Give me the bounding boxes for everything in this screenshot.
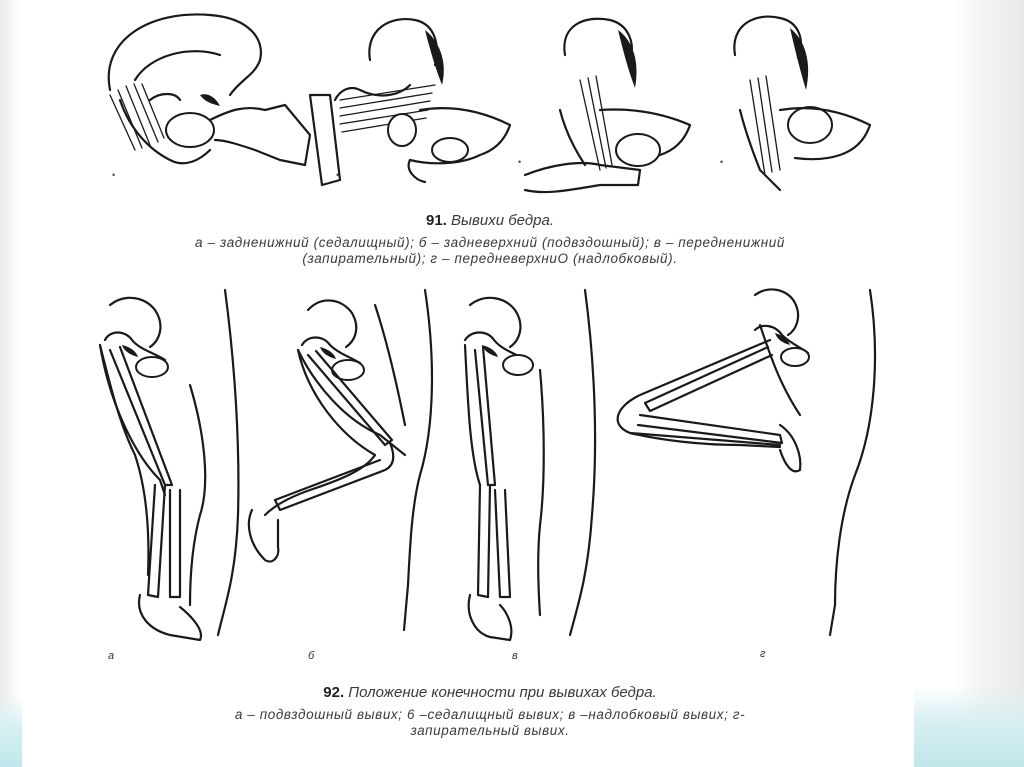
figure-91-illustration: • • • • [107, 13, 872, 194]
teal-corner-decoration [914, 687, 1024, 767]
leg-position-drawing-g [616, 288, 877, 637]
figure-91-legend-line-1: а – задненижний (седалищный); б – заднев… [195, 235, 785, 250]
hip-dislocation-drawing-b [308, 17, 512, 187]
teal-corner-decoration [0, 697, 22, 767]
svg-text:•: • [336, 170, 339, 180]
figure-92-legend-line-1: а – подвздошный вывих; 6 –седалищный выв… [234, 707, 746, 722]
figure-92-title: 92. Положение конечности при вывихах бед… [40, 684, 940, 701]
figure-91-title: 91. Вывихи бедра. [40, 212, 940, 229]
figure-92-title-text: Положение конечности при вывихах бедра. [348, 684, 657, 701]
figure-91-title-text: Вывихи бедра. [451, 212, 554, 229]
figure-92-caption: 92. Положение конечности при вывихах бед… [40, 684, 940, 739]
figure-91-number: 91. [425, 212, 447, 229]
panel-letter-b: б [308, 650, 315, 662]
figure-91-caption: 91. Вывихи бедра. а – задненижний (седал… [40, 212, 940, 267]
panel-letter-a: а [108, 650, 115, 662]
svg-text:•: • [518, 157, 521, 167]
svg-text:•: • [112, 170, 115, 180]
panel-letter-g: г [760, 648, 766, 660]
leg-position-drawing-a [98, 288, 240, 642]
svg-text:•: • [720, 157, 723, 167]
figure-92-number: 92. [323, 684, 345, 701]
left-page-edge [0, 0, 20, 767]
figure-91-legend-line-2: (запирательный); г – передневерхниО (над… [302, 251, 678, 266]
panel-letter-v: в [512, 650, 518, 662]
hip-dislocation-drawing-g [733, 15, 872, 192]
hip-dislocation-drawing-v [523, 17, 692, 194]
hip-dislocation-drawing-a [107, 13, 312, 167]
figure-92-illustration [98, 288, 877, 642]
leg-position-drawing-v [463, 288, 597, 642]
textbook-page: • • • • 91. Вывихи бедра. а – задненижни… [40, 0, 940, 767]
leg-position-drawing-b [247, 288, 434, 632]
figure-92-legend-line-2: запирательный вывих. [410, 723, 570, 738]
right-page-edge [954, 0, 1024, 767]
